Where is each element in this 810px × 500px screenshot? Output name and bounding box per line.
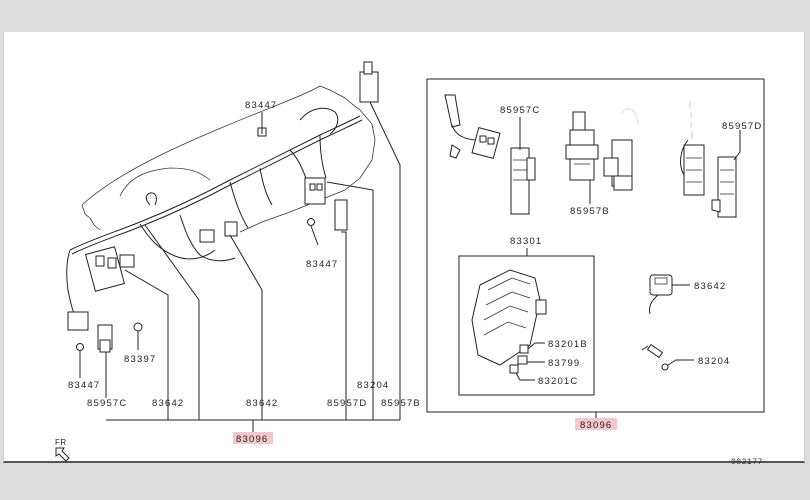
callout-right-85957B[interactable]: 85957B bbox=[570, 206, 610, 217]
callout-83799[interactable]: 83799 bbox=[548, 358, 580, 369]
callout-83447-top[interactable]: 83447 bbox=[245, 100, 277, 111]
front-direction-marker: FR bbox=[55, 438, 70, 462]
callout-83301[interactable]: 83301 bbox=[510, 236, 542, 247]
dashboard-outline bbox=[81, 85, 376, 233]
assembly-83096-left[interactable]: 83096 bbox=[236, 434, 268, 445]
assembly-83096-right[interactable]: 83096 bbox=[580, 420, 612, 431]
callout-83201C[interactable]: 83201C bbox=[538, 376, 578, 387]
right-top-callouts: 85957C 85957B 85957D bbox=[500, 105, 762, 217]
junction-callouts: 83201B 83799 83201C bbox=[538, 339, 588, 387]
right-assembly-number[interactable]: 83096 bbox=[575, 418, 617, 431]
callout-83642-b[interactable]: 83642 bbox=[246, 398, 278, 409]
junction-leaders bbox=[515, 342, 545, 381]
left-leader-lines bbox=[79, 101, 401, 432]
left-assembly-number[interactable]: 83096 bbox=[233, 432, 273, 445]
diagram-sheet bbox=[3, 32, 805, 463]
right-small-parts: 83642 83204 bbox=[641, 274, 730, 371]
fr-label: FR bbox=[55, 438, 67, 447]
right-top-connectors bbox=[444, 94, 737, 225]
connector-85957D bbox=[717, 156, 737, 218]
callout-83447-bottom[interactable]: 83447 bbox=[68, 380, 100, 391]
relay-83799 bbox=[517, 355, 528, 365]
callout-right-85957C[interactable]: 85957C bbox=[500, 105, 540, 116]
callout-right-83642[interactable]: 83642 bbox=[694, 281, 726, 292]
fuse-83201B bbox=[519, 344, 529, 354]
callout-83397[interactable]: 83397 bbox=[124, 354, 156, 365]
fuse-83201C bbox=[509, 364, 519, 374]
left-callouts: 83447 83447 83397 83447 85957C 83642 836… bbox=[68, 100, 421, 409]
arrow-icon bbox=[55, 447, 70, 462]
callout-85957B[interactable]: 85957B bbox=[381, 398, 421, 409]
highlight-box bbox=[575, 418, 617, 430]
callout-83447-mid[interactable]: 83447 bbox=[306, 259, 338, 270]
callout-right-85957D[interactable]: 85957D bbox=[722, 121, 762, 132]
terminal-83204 bbox=[646, 343, 664, 359]
callout-83201B[interactable]: 83201B bbox=[548, 339, 588, 350]
callout-85957D[interactable]: 85957D bbox=[327, 398, 367, 409]
callout-83204[interactable]: 83204 bbox=[357, 380, 389, 391]
drawing-code: 002177 bbox=[731, 458, 763, 467]
callout-right-83204[interactable]: 83204 bbox=[698, 356, 730, 367]
wiring-harness bbox=[66, 61, 379, 353]
callout-85957C[interactable]: 85957C bbox=[87, 398, 127, 409]
junction-block bbox=[471, 269, 547, 374]
connector-85957C bbox=[510, 147, 530, 215]
right-top-leaders bbox=[519, 117, 741, 204]
highlight-box bbox=[233, 432, 273, 444]
callout-83642-a[interactable]: 83642 bbox=[152, 398, 184, 409]
